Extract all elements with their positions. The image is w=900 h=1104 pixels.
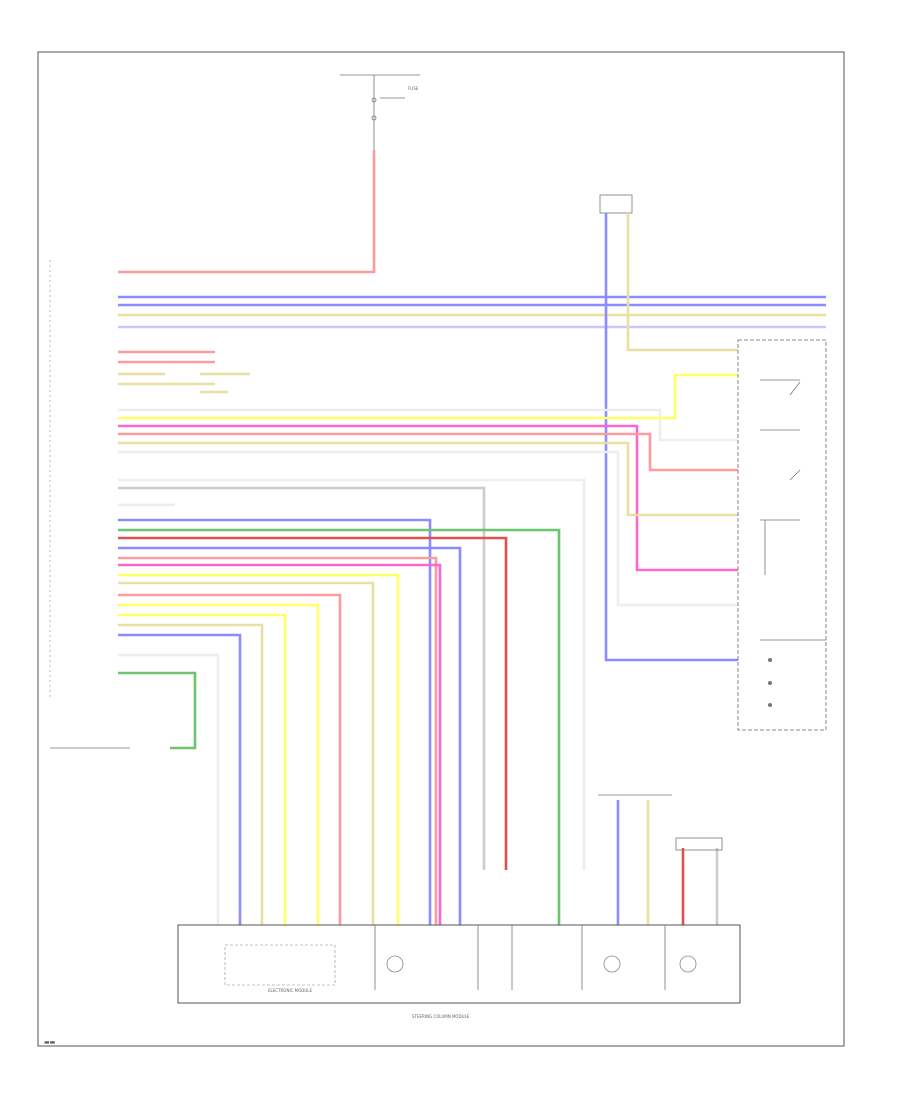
wire-h8: [118, 556, 438, 925]
wire-h6: [118, 536, 508, 870]
wire-sw-2: [118, 373, 738, 420]
bottom-module: ELECTRONIC MODULE: [177, 924, 741, 1004]
fuse-label: FUSE: [408, 86, 419, 91]
diagram-frame: [37, 51, 845, 1047]
right-top-connector: [599, 194, 633, 214]
wire-h2: [118, 486, 486, 870]
wire-h13: [118, 603, 320, 925]
wire-h10: [118, 573, 400, 925]
wire-sw-3: [118, 424, 738, 572]
wire-h16: [118, 633, 242, 925]
wire-h4: [118, 518, 432, 925]
wire-h17: [118, 653, 220, 925]
top-fuse-group: FUSE: [340, 74, 420, 150]
wire-h7: [118, 546, 462, 925]
wire-h14: [118, 613, 287, 925]
wire-sw-6: [118, 450, 738, 607]
wire-right-blue: [604, 213, 738, 662]
right-switch-module: [737, 339, 827, 731]
wire-h5: [118, 528, 561, 925]
page-marker: ▬▬: [44, 1039, 56, 1046]
wire-h15: [118, 623, 264, 925]
module-label: ELECTRONIC MODULE: [268, 988, 313, 993]
wire-sw-1: [118, 408, 738, 442]
wire-power-feed: [118, 150, 376, 274]
wire-sw-4: [118, 432, 738, 472]
wire-h1: [118, 478, 586, 870]
wire-right-tan: [626, 213, 738, 352]
wire-h9: [118, 563, 442, 925]
connector-pin-column: [49, 260, 130, 749]
wire-sw-5: [118, 441, 738, 517]
wire-h18: [118, 671, 197, 750]
bottom-caption: STEERING COLUMN MODULE: [412, 1014, 470, 1019]
wire-h11: [118, 581, 375, 925]
wire-h12: [118, 593, 342, 925]
